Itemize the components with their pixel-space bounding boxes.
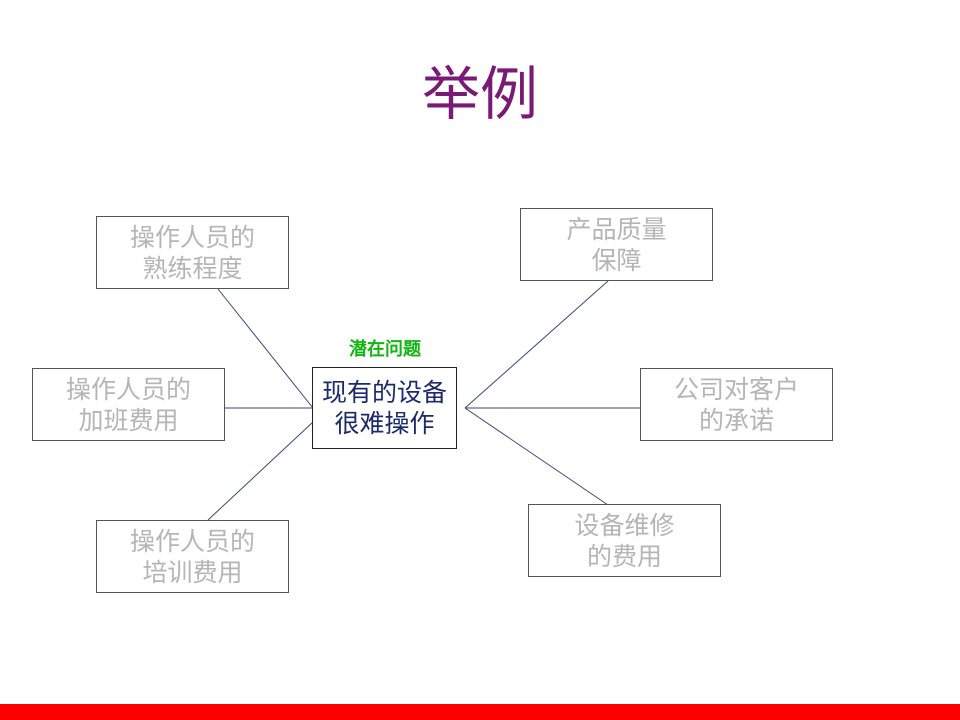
factor-line-2: 培训费用 [142, 557, 243, 587]
central-problem-box: 现有的设备 很难操作 [312, 367, 457, 449]
connector-line-repair [464, 407, 609, 506]
connector-line-skill [217, 288, 314, 409]
potential-problem-label: 潜在问题 [349, 339, 421, 360]
factor-box-training: 操作人员的 培训费用 [96, 520, 289, 593]
factor-line-2: 的费用 [586, 541, 662, 571]
connector-line-quality [464, 280, 609, 409]
factor-line-1: 产品质量 [566, 214, 667, 244]
factor-line-2: 加班费用 [78, 405, 179, 435]
factor-line-2: 的承诺 [698, 405, 774, 435]
central-problem-line-1: 现有的设备 [321, 378, 447, 407]
factor-line-1: 设备维修 [574, 510, 675, 540]
factor-box-promise: 公司对客户 的承诺 [640, 368, 833, 441]
factor-line-1: 操作人员的 [129, 526, 255, 556]
connector-line-training [207, 421, 314, 521]
factor-line-2: 保障 [591, 245, 642, 275]
bottom-accent-bar [0, 704, 960, 720]
factor-box-skill: 操作人员的 熟练程度 [96, 216, 289, 289]
factor-box-repair: 设备维修 的费用 [528, 504, 721, 577]
slide-title: 举例 [421, 60, 538, 128]
factor-line-1: 操作人员的 [65, 374, 191, 404]
factor-box-overtime: 操作人员的 加班费用 [32, 368, 225, 441]
central-problem-line-2: 很难操作 [334, 409, 435, 438]
factor-line-1: 操作人员的 [129, 222, 255, 252]
factor-line-1: 公司对客户 [673, 374, 799, 404]
factor-box-quality: 产品质量 保障 [520, 208, 713, 281]
factor-line-2: 熟练程度 [142, 253, 243, 283]
